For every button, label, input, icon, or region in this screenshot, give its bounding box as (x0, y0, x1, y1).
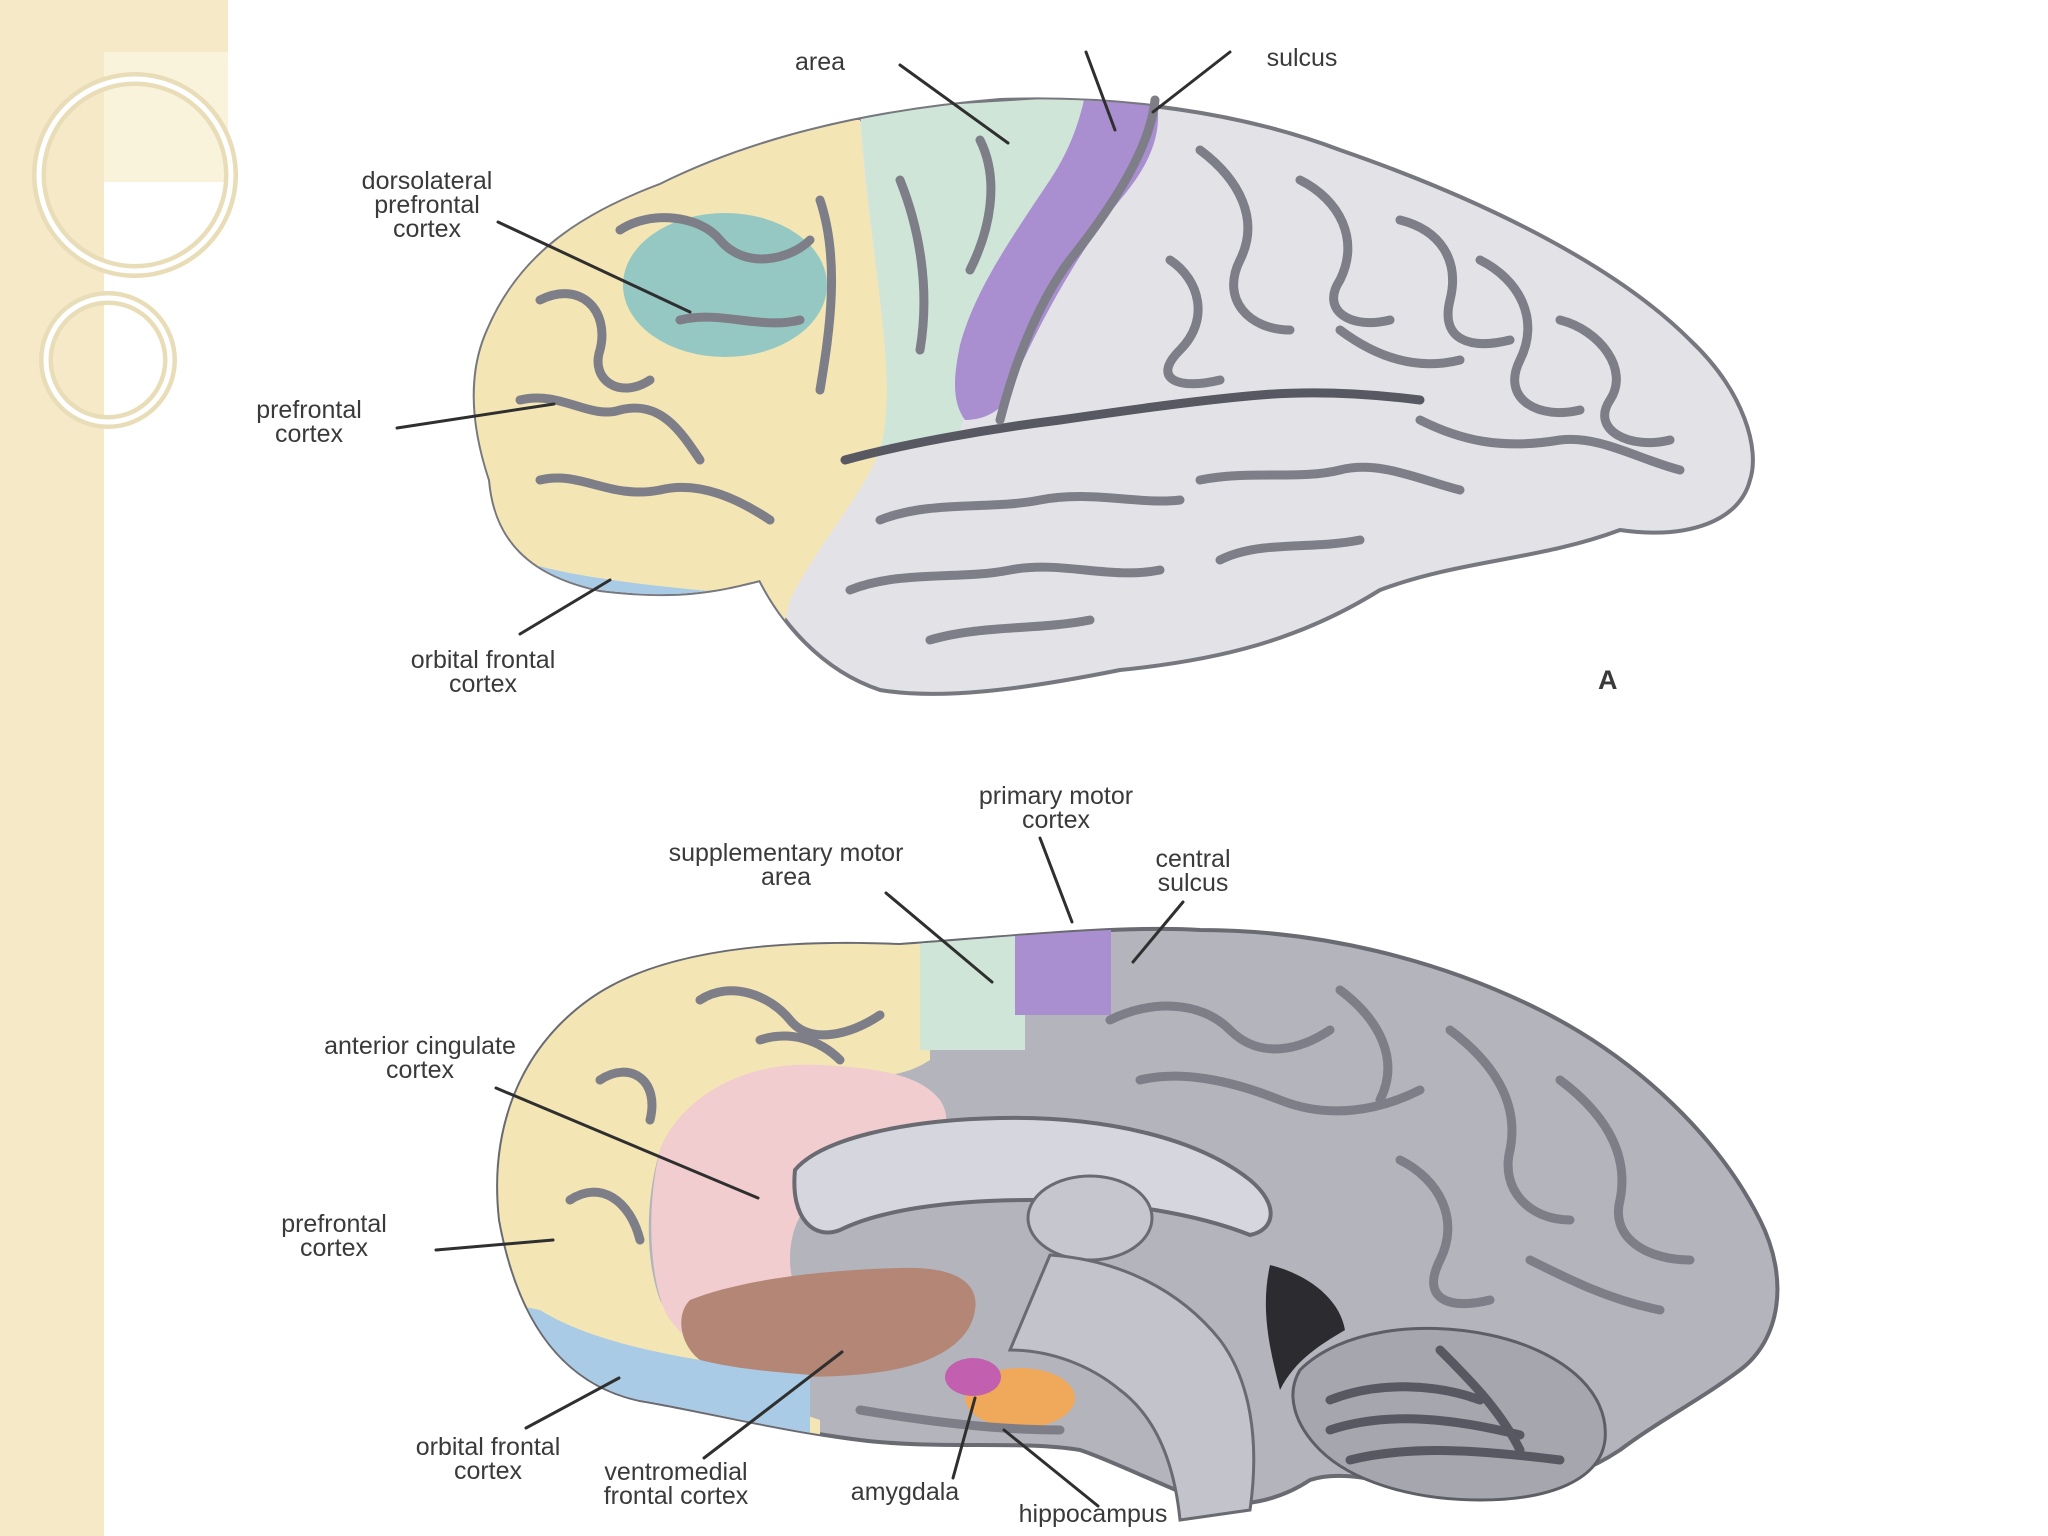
brainstem (1007, 1253, 1256, 1522)
decor-ring-large-highlight (36, 76, 234, 274)
label-orbital-a-line2: cortex (449, 670, 518, 698)
label-prefrontal-b-line1: prefrontal (281, 1210, 387, 1238)
leader-lines-b (434, 836, 1185, 1508)
panel-a-lateral-brain: area sulcus dorsolateral prefrontal cort… (256, 44, 1755, 698)
ventromedial-frontal-region (681, 1267, 976, 1377)
label-ventromedial-line1: ventromedial (604, 1458, 747, 1486)
label-central-sulcus-line1: central (1155, 845, 1230, 873)
panel-letter-a: A (1598, 665, 1618, 695)
label-anterior-cingulate-line1: anterior cingulate (324, 1032, 516, 1060)
label-amygdala: amygdala (851, 1478, 959, 1506)
label-central-sulcus-line2: sulcus (1158, 869, 1229, 897)
label-supplementary-motor-line2: area (761, 863, 811, 891)
gyri-pattern-b (565, 985, 1695, 1435)
label-sulcus-partial: sulcus (1267, 44, 1338, 72)
label-dorsolateral-line3: cortex (393, 215, 462, 243)
gyri-pattern-a (515, 135, 1685, 645)
label-dorsolateral-line1: dorsolateral (362, 167, 493, 195)
label-prefrontal-b-line2: cortex (300, 1234, 369, 1262)
thalamus (1026, 1174, 1154, 1262)
label-prefrontal-a-line2: cortex (275, 420, 344, 448)
label-orbital-a-line1: orbital frontal (411, 646, 556, 674)
label-anterior-cingulate-line2: cortex (386, 1056, 455, 1084)
primary-motor-strip-a (955, 99, 1159, 420)
amygdala-region (945, 1358, 1001, 1396)
label-prefrontal-a-line1: prefrontal (256, 396, 362, 424)
central-sulcus-edge-a (995, 95, 1160, 425)
lateral-fissure (840, 388, 1425, 465)
label-dorsolateral-line2: prefrontal (374, 191, 480, 219)
cerebellum-folia (1325, 1345, 1565, 1465)
corpus-callosum (792, 1115, 1273, 1238)
slide-decoration (0, 0, 238, 1536)
leader-lines-a (395, 50, 1232, 636)
label-orbital-b-line1: orbital frontal (416, 1433, 561, 1461)
label-supplementary-motor-line1: supplementary motor (669, 839, 904, 867)
label-hippocampus: hippocampus (1019, 1500, 1168, 1528)
label-ventromedial-line2: frontal cortex (604, 1482, 749, 1510)
dorsolateral-prefrontal-region (623, 213, 827, 357)
decor-ring-small-highlight (43, 295, 173, 425)
label-orbital-b-line2: cortex (454, 1457, 523, 1485)
top-corner-strip (0, 0, 228, 52)
label-primary-motor-line1: primary motor (979, 782, 1133, 810)
panel-b-medial-brain: primary motor cortex supplementary motor… (281, 782, 1780, 1528)
label-primary-motor-line2: cortex (1022, 806, 1091, 834)
label-area-partial: area (795, 48, 845, 76)
fourth-ventricle (1265, 1265, 1345, 1390)
primary-motor-strip-b (1015, 928, 1111, 1015)
supplementary-motor-region-b (920, 928, 1025, 1050)
